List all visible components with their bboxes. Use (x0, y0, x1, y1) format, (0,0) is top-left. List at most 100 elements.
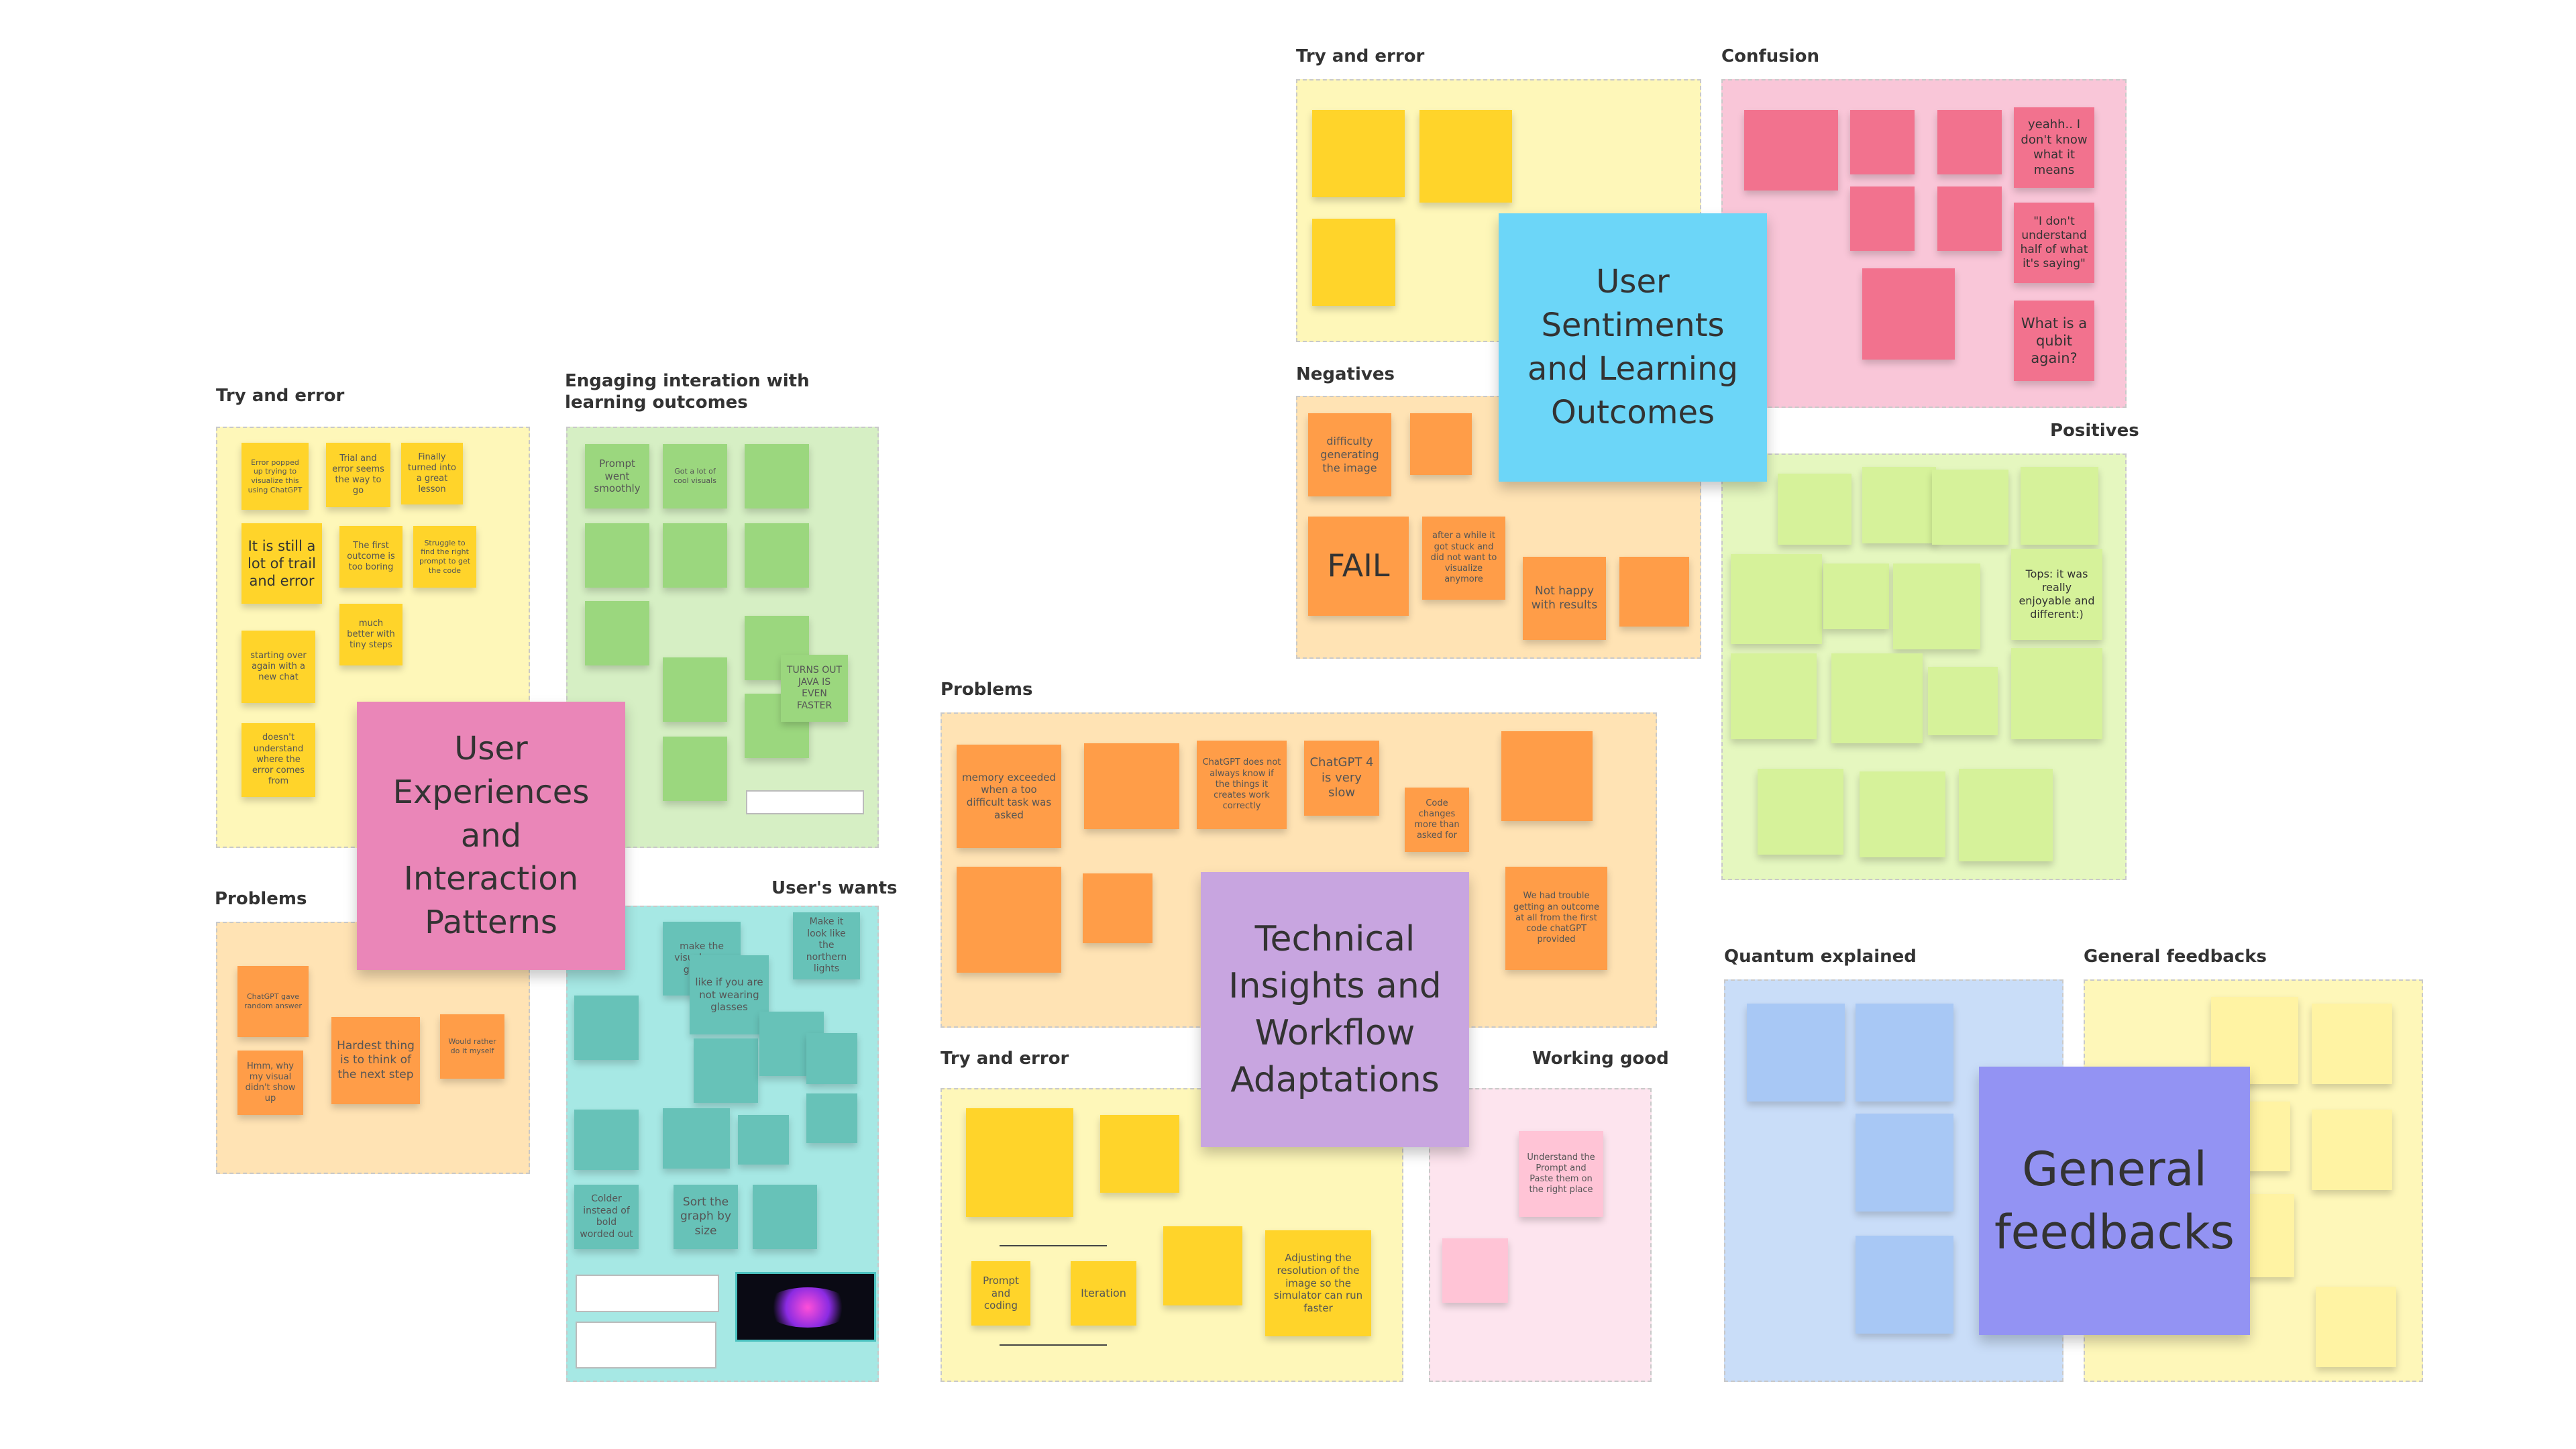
sticky-note[interactable]: doesn't understand where the error comes… (241, 723, 315, 797)
sticky-note[interactable] (574, 1110, 639, 1170)
sticky-note[interactable] (1419, 110, 1512, 203)
sticky-note[interactable]: Hardest thing is to think of the next st… (331, 1017, 420, 1104)
sticky-note[interactable] (1937, 110, 2002, 174)
note-card[interactable] (576, 1322, 716, 1368)
sticky-note[interactable] (738, 1115, 789, 1165)
sticky-note[interactable] (966, 1108, 1073, 1217)
title-note-user-experiences[interactable]: User Experiences and Interaction Pattern… (357, 702, 625, 970)
sticky-note[interactable] (663, 657, 727, 722)
sticky-note[interactable]: much better with tiny steps (339, 604, 402, 665)
sticky-note[interactable]: "I don't understand half of what it's sa… (2014, 203, 2094, 283)
sticky-note[interactable]: What is a qubit again? (2014, 301, 2094, 381)
sticky-note[interactable] (1937, 186, 2002, 251)
sticky-note[interactable] (1850, 110, 1915, 174)
sticky-note[interactable] (745, 444, 809, 508)
sticky-note[interactable] (753, 1185, 817, 1249)
sticky-note[interactable] (1744, 110, 1838, 191)
sticky-note[interactable] (694, 1038, 758, 1103)
sticky-note[interactable]: Colder instead of bold worded out (574, 1185, 639, 1249)
sticky-note[interactable] (1860, 771, 1945, 857)
sticky-note[interactable] (1758, 769, 1843, 855)
sticky-note[interactable] (1856, 1236, 1953, 1334)
sticky-note[interactable]: ChatGPT gave random answer (237, 966, 309, 1037)
sticky-note[interactable]: Struggle to find the right prompt to get… (413, 526, 476, 588)
sticky-note[interactable] (1959, 769, 2053, 861)
sticky-note[interactable] (1831, 653, 1923, 743)
sticky-note[interactable]: TURNS OUT JAVA IS EVEN FASTER (781, 655, 848, 722)
sticky-note[interactable]: Not happy with results (1523, 557, 1606, 640)
sticky-note[interactable]: Adjusting the resolution of the image so… (1265, 1230, 1371, 1336)
sticky-note[interactable] (663, 523, 727, 588)
sticky-note[interactable] (1731, 554, 1822, 644)
sticky-note[interactable]: after a while it got stuck and did not w… (1422, 517, 1505, 600)
sticky-note[interactable] (2312, 1004, 2392, 1084)
sticky-note[interactable] (1619, 557, 1689, 627)
sticky-note[interactable]: The first outcome is too boring (339, 526, 402, 588)
sticky-note[interactable] (1932, 470, 2008, 545)
sticky-note[interactable]: ChatGPT does not always know if the thin… (1197, 741, 1287, 829)
note-card[interactable] (746, 790, 864, 814)
sticky-note[interactable] (1893, 564, 1980, 649)
sticky-note[interactable] (1083, 873, 1152, 943)
sticky-note[interactable]: Tops: it was really enjoyable and differ… (2011, 549, 2102, 640)
sticky-note[interactable]: Prompt went smoothly (585, 444, 649, 508)
sticky-note[interactable]: Finally turned into a great lesson (401, 443, 463, 504)
sticky-note[interactable] (1862, 467, 1936, 543)
sticky-note[interactable]: Prompt and coding (971, 1261, 1030, 1326)
title-note-user-sentiments[interactable]: User Sentiments and Learning Outcomes (1499, 213, 1767, 482)
sticky-note[interactable]: difficulty generating the image (1308, 413, 1391, 496)
sticky-note[interactable] (2312, 1110, 2392, 1190)
sticky-note[interactable] (663, 737, 727, 801)
sticky-note[interactable] (1850, 186, 1915, 251)
sticky-note[interactable]: It is still a lot of trail and error (241, 523, 322, 604)
sticky-note[interactable]: ChatGPT 4 is very slow (1304, 741, 1379, 816)
sticky-note[interactable]: Make it look like the northern lights (793, 912, 860, 979)
sticky-note[interactable] (574, 996, 639, 1060)
sticky-note[interactable] (1312, 219, 1395, 306)
sticky-note[interactable]: Hmm, why my visual didn't show up (237, 1051, 303, 1115)
sticky-note[interactable]: We had trouble getting an outcome at all… (1505, 867, 1607, 970)
sticky-note[interactable] (2316, 1287, 2396, 1367)
sticky-note[interactable]: Trial and error seems the way to go (326, 443, 390, 507)
fractal-image[interactable] (735, 1272, 876, 1342)
sticky-note[interactable] (1778, 474, 1851, 545)
sticky-note[interactable] (806, 1093, 857, 1143)
sticky-note[interactable]: Sort the graph by size (674, 1185, 738, 1249)
sticky-note[interactable] (745, 523, 809, 588)
sticky-note[interactable] (2021, 467, 2098, 545)
sticky-note[interactable]: yeahh.. I don't know what it means (2014, 107, 2094, 188)
title-note-general-feedbacks[interactable]: General feedbacks (1979, 1067, 2250, 1335)
sticky-note[interactable]: Understand the Prompt and Paste them on … (1519, 1131, 1603, 1217)
sticky-note[interactable]: Would rather do it myself (440, 1014, 504, 1079)
note-card[interactable] (576, 1275, 719, 1312)
sticky-note[interactable] (1100, 1115, 1179, 1193)
sticky-note[interactable] (1928, 667, 1998, 735)
sticky-note[interactable] (585, 523, 649, 588)
sticky-note[interactable] (1501, 731, 1593, 821)
sticky-note[interactable]: starting over again with a new chat (241, 631, 315, 703)
title-note-technical-insights[interactable]: Technical Insights and Workflow Adaptati… (1201, 872, 1469, 1147)
sticky-note[interactable] (806, 1033, 857, 1084)
sticky-note[interactable] (1442, 1238, 1508, 1303)
sticky-note[interactable] (1163, 1226, 1242, 1305)
sticky-note[interactable] (1410, 413, 1472, 475)
sticky-note[interactable] (957, 867, 1061, 973)
sticky-note[interactable] (2011, 648, 2102, 739)
sticky-note[interactable] (1731, 653, 1817, 739)
sticky-note[interactable] (585, 601, 649, 665)
sticky-note[interactable] (1856, 1114, 1953, 1212)
sticky-note[interactable]: memory exceeded when a too difficult tas… (957, 745, 1061, 848)
sticky-note[interactable] (1312, 110, 1405, 197)
sticky-note[interactable]: Got a lot of cool visuals (663, 444, 727, 508)
sticky-note[interactable]: Error popped up trying to visualize this… (241, 443, 309, 510)
sticky-note[interactable] (1856, 1004, 1953, 1102)
sticky-note[interactable]: Code changes more than asked for (1405, 788, 1469, 852)
sticky-note[interactable] (1862, 268, 1955, 360)
sticky-note[interactable]: like if you are not wearing glasses (690, 955, 769, 1034)
sticky-note[interactable] (1823, 564, 1889, 629)
sticky-note[interactable]: Iteration (1071, 1261, 1136, 1326)
sticky-note[interactable] (663, 1108, 730, 1169)
sticky-note[interactable]: FAIL (1308, 517, 1409, 616)
sticky-note[interactable] (1084, 743, 1179, 829)
sticky-note[interactable] (1747, 1004, 1845, 1102)
